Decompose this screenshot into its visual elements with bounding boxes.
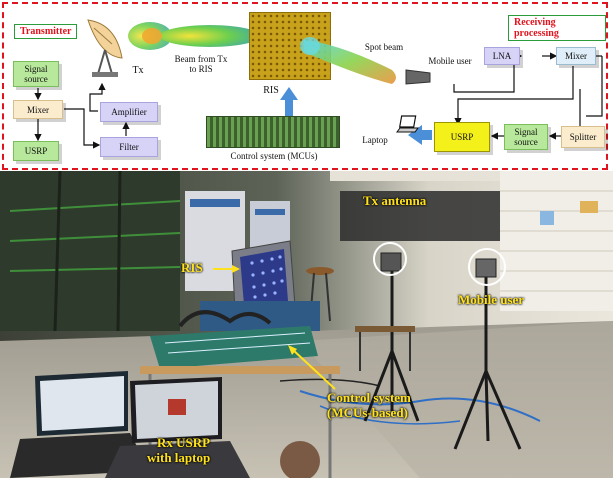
rx-usrp-photo-label-2: with laptop (147, 450, 211, 465)
ris-label: RIS (263, 85, 279, 96)
mixer-block: Mixer (13, 100, 63, 119)
testbed-photo: Tx antenna RIS Mobile user Control syste… (0, 171, 613, 478)
rx-usrp-photo-label-1: Rx USRP (157, 435, 211, 450)
splitter-block: Splitter (561, 126, 605, 148)
receiving-title: Receiving processing (508, 15, 606, 41)
laptop-label: Laptop (362, 135, 388, 145)
reflected-beam-icon (300, 37, 396, 84)
tx-label: Tx (132, 65, 144, 76)
laptop-icon (396, 115, 419, 133)
mobile-user-label: Mobile user (428, 56, 472, 66)
tx-antenna-label: Tx antenna (363, 193, 427, 208)
beam-caption: Beam from Tx to RIS (174, 54, 228, 74)
spot-beam-label: Spot beam (364, 42, 404, 52)
control-system-label: Control system (MCUs) (230, 151, 318, 161)
signal-source-block: Signal source (13, 61, 59, 87)
filter-block: Filter (100, 137, 158, 157)
amplifier-block: Amplifier (100, 102, 158, 122)
system-diagram: Transmitter Receiving processing Signal … (2, 2, 608, 170)
control-system-photo-label-1: Control system (327, 390, 411, 405)
transmitter-title: Transmitter (14, 24, 78, 39)
lab-scene-illustration (0, 171, 613, 478)
rx-signal-source-block: Signal source (504, 124, 548, 150)
control-board-icon (206, 116, 340, 148)
mobile-user-photo-label: Mobile user (458, 292, 525, 307)
mobile-user-antenna-icon (405, 69, 431, 85)
lna-block: LNA (484, 47, 520, 65)
rx-mixer-block: Mixer (556, 47, 596, 65)
rx-usrp-block: USRP (434, 122, 490, 152)
diagram-connectors (34, 52, 603, 149)
control-system-photo-label-2: (MCUs-based) (327, 405, 408, 420)
tx-beam-icon (128, 22, 260, 50)
dish-antenna-icon (87, 19, 123, 77)
ris-photo-label: RIS (181, 260, 203, 275)
usrp-block: USRP (13, 141, 59, 161)
